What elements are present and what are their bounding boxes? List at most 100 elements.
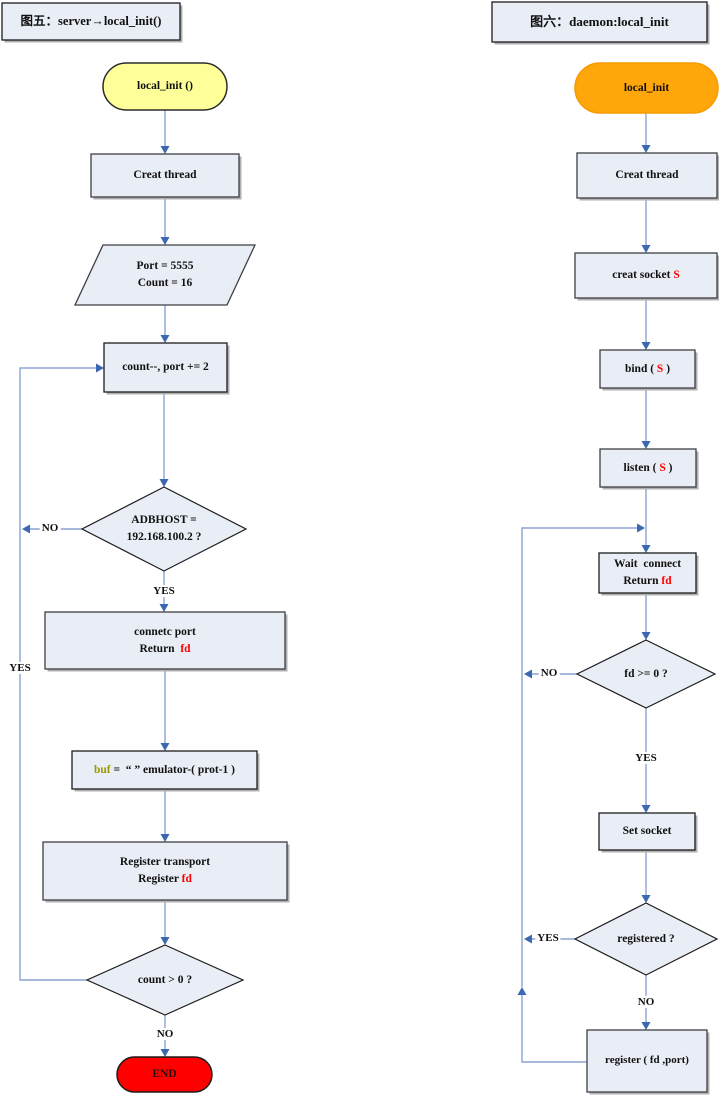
fig6-creat-thread-text-segment: Creat thread — [615, 169, 679, 182]
fig6-set-socket-text-segment: Set socket — [622, 825, 672, 838]
fig6-registered-decision-text-segment: registered ? — [617, 932, 675, 945]
fig5-connect-port-text-segment: Return — [139, 642, 181, 655]
fig5-buf-assign-text-segment: buf — [93, 763, 111, 776]
fig5-connect-port-text-segment: fd — [180, 642, 191, 655]
fig6-edge-registeredq-no-register-arrowhead — [641, 1022, 651, 1030]
fig5-count-decision-text-segment: count > 0 ? — [137, 973, 193, 986]
fig5-edge-register-countq-arrowhead — [160, 937, 170, 945]
fig5-count-decision — [85, 944, 245, 1016]
fig6-listen-text-segment: S — [659, 461, 666, 474]
fig5-port-count-io-text-segment: Count = 16 — [137, 277, 193, 289]
fig6-bind-text-segment: ) — [663, 362, 671, 375]
fig5-edge-countq-no-end-arrowhead — [160, 1049, 170, 1057]
fig6-listen-label: listen ( S ) — [600, 449, 696, 487]
fig5-start-terminator-label: local_init () — [103, 63, 227, 110]
fig6-edge-register-loop-up — [521, 995, 587, 1063]
fig5-buf-assign-label: buf = “ ” emulator-( prot-1 ) — [72, 751, 257, 789]
fig5-edge-buf-register-arrowhead — [160, 834, 170, 842]
fig6-wait-connect-text-segment: Return — [623, 575, 662, 587]
fig6-wait-connect-text-segment: fd — [661, 575, 672, 587]
fig5-register-transport-text-segment: Register transport — [119, 856, 211, 869]
fig5-connect-port — [44, 611, 286, 670]
fig6-listen-text-segment: listen ( — [623, 461, 660, 474]
fig6-edge-start-thread-arrowhead — [641, 145, 651, 153]
fig5-creat-thread — [90, 153, 240, 198]
fig6-fd-decision — [575, 639, 717, 709]
fig5-label-yes-loop: YES — [7, 661, 33, 675]
fig5-adbhost-decision-label: ADBHOST = 192.168.100.2 ? — [82, 487, 246, 571]
fig5-adbhost-decision — [80, 486, 248, 572]
fig5-label-no-adbhost: NO — [39, 521, 61, 535]
fig5-end-terminator-label: END — [117, 1057, 212, 1092]
fig6-wait-connect — [598, 552, 697, 594]
fig6-fd-decision-label: fd >= 0 ? — [577, 640, 715, 708]
fig6-label-no-fdq: NO — [538, 666, 560, 680]
fig6-creat-socket-text-segment: S — [673, 269, 680, 282]
fig6-registered-decision-label: registered ? — [575, 903, 717, 975]
fig5-edge-start-thread-arrowhead — [160, 146, 170, 154]
fig6-edge-loop-to-wait-arrowhead — [637, 523, 645, 533]
fig6-title-text-segment: 图六：daemon:local_init — [530, 13, 669, 29]
fig5-count-decrement-text-segment: count--, port += 2 — [122, 361, 209, 374]
fig6-bind — [599, 349, 696, 389]
fig5-title-text-segment: 图五：server→local_init() — [20, 14, 162, 29]
fig5-edge-thread-io-arrowhead — [160, 237, 170, 245]
fig5-adbhost-decision-text-segment: 192.168.100.2 ? — [126, 531, 202, 543]
fig5-count-decision-label: count > 0 ? — [87, 945, 243, 1015]
fig6-wait-connect-text-segment: Wait connect — [613, 558, 682, 571]
fig5-buf-assign — [71, 750, 258, 790]
fig6-start-terminator-text-segment: local_init — [623, 81, 670, 94]
fig5-edge-countq-yes-loop-arrowhead — [96, 363, 104, 373]
fig5-register-transport-text-segment: Register — [138, 873, 182, 885]
fig6-register — [586, 1029, 708, 1093]
fig5-port-count-io — [73, 244, 257, 306]
fig6-edge-wait-fdq-arrowhead — [641, 632, 651, 640]
fig5-title-label: 图五：server→local_init() — [2, 3, 180, 40]
fig6-edge-bind-listen-arrowhead — [641, 441, 651, 449]
fig6-start-terminator — [574, 62, 719, 114]
fig6-register-label: register ( fd ,port) — [587, 1030, 707, 1092]
fig6-creat-socket — [574, 252, 718, 299]
fig5-buf-assign-text-segment: = “ ” emulator-( prot-1 ) — [110, 763, 236, 776]
fig6-label-no-registeredq: NO — [635, 995, 657, 1009]
fig5-label-yes-adbhost: YES — [151, 584, 177, 598]
fig6-edge-listen-wait-arrowhead — [641, 545, 651, 553]
fig6-creat-socket-label: creat socket S — [575, 253, 717, 298]
fig6-edge-thread-socket-arrowhead — [641, 245, 651, 253]
fig5-port-count-io-text-segment: Port = 5555 — [136, 260, 194, 273]
fig5-end-terminator-text-segment: END — [152, 1068, 177, 1081]
fig6-edge-loop-to-wait — [521, 527, 637, 987]
fig5-adbhost-decision-text-segment: ADBHOST = — [131, 514, 197, 527]
fig5-creat-thread-label: Creat thread — [91, 154, 239, 197]
fig5-register-transport-text-segment: fd — [181, 873, 192, 885]
fig6-set-socket — [598, 812, 696, 851]
fig6-title-label: 图六：daemon:local_init — [492, 2, 707, 42]
fig6-label-yes-fdq: YES — [633, 751, 659, 765]
fig5-count-decrement — [103, 342, 228, 393]
fig6-listen — [599, 448, 697, 488]
fig6-set-socket-label: Set socket — [599, 813, 695, 850]
fig5-edge-adbhost-yes-connect-arrowhead — [159, 604, 169, 612]
fig5-edge-count-adbhost-arrowhead — [159, 479, 169, 487]
fig6-listen-text-segment: ) — [665, 461, 673, 474]
fig6-bind-label: bind ( S ) — [600, 350, 695, 388]
fig5-end-terminator — [116, 1056, 213, 1093]
fig5-title — [1, 2, 181, 41]
fig6-edge-fdq-yes-setsocket-arrowhead — [641, 805, 651, 813]
fig5-start-terminator-text-segment: local_init () — [137, 80, 193, 93]
fig6-creat-thread — [576, 152, 718, 199]
fig6-creat-socket-text-segment: creat socket — [612, 269, 674, 282]
fig6-edge-register-loop-up-arrowhead — [517, 987, 527, 995]
fig6-bind-text-segment: S — [656, 362, 664, 375]
fig5-count-decrement-label: count--, port += 2 — [104, 343, 227, 392]
fig6-edge-registeredq-yes-arrowhead — [524, 934, 532, 944]
fig5-register-transport — [42, 841, 288, 901]
fig6-bind-text-segment: bind ( — [624, 362, 657, 375]
fig5-creat-thread-text-segment: Creat thread — [133, 169, 197, 182]
